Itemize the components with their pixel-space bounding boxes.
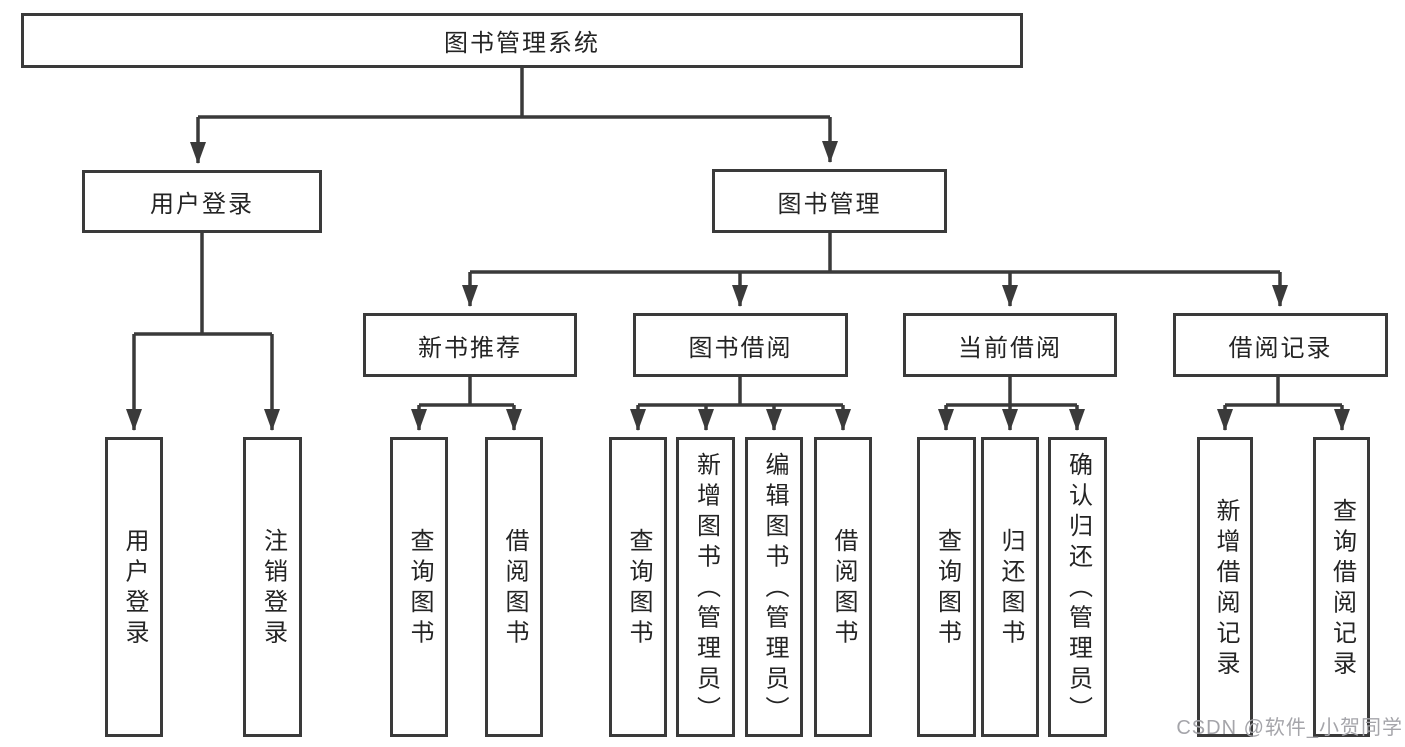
node-leaf-br-add-record: 新增借阅记录	[1197, 437, 1253, 737]
node-new-book-recommend: 新书推荐	[363, 313, 577, 377]
node-library-management-system: 图书管理系统	[21, 13, 1023, 68]
node-leaf-bb-add-books-admin: 新增图书（管理员）	[676, 437, 735, 737]
node-leaf-rec-borrow-books: 借阅图书	[485, 437, 543, 737]
node-leaf-bb-edit-books-admin: 编辑图书（管理员）	[745, 437, 803, 737]
node-leaf-cb-query-books: 查询图书	[917, 437, 976, 737]
csdn-watermark: CSDN @软件_小贺同学	[1176, 717, 1403, 739]
node-leaf-bb-query-books: 查询图书	[609, 437, 667, 737]
node-borrow-record: 借阅记录	[1173, 313, 1388, 377]
node-leaf-user-login: 用户登录	[105, 437, 163, 737]
node-leaf-cb-return-books: 归还图书	[981, 437, 1039, 737]
node-leaf-br-query-record: 查询借阅记录	[1313, 437, 1370, 737]
node-leaf-bb-borrow-books: 借阅图书	[814, 437, 872, 737]
node-book-management: 图书管理	[712, 169, 947, 233]
node-book-borrow: 图书借阅	[633, 313, 848, 377]
node-current-borrow: 当前借阅	[903, 313, 1117, 377]
node-leaf-logout: 注销登录	[243, 437, 302, 737]
node-leaf-cb-confirm-return-admin: 确认归还（管理员）	[1048, 437, 1107, 737]
node-leaf-rec-query-books: 查询图书	[390, 437, 448, 737]
node-user-login: 用户登录	[82, 170, 322, 233]
